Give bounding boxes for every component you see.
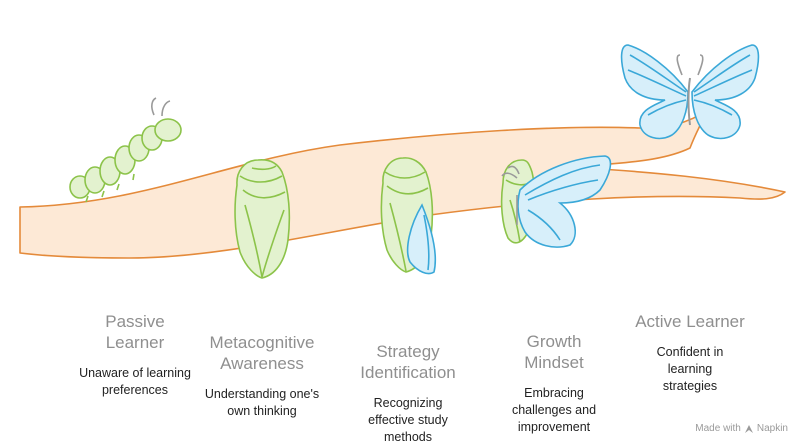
emerging-butterfly-icon — [500, 155, 612, 248]
chrysalis-wing-icon — [380, 157, 437, 275]
butterfly-icon — [620, 44, 760, 140]
stage-description: Understanding one's own thinking — [204, 387, 320, 418]
stage-title: Strategy Identification — [360, 342, 456, 382]
stage-growth-mindset: Growth Mindset Embracing challenges and … — [512, 331, 596, 436]
stage-description: Confident in learning strategies — [656, 345, 724, 393]
napkin-watermark[interactable]: Made with Napkin — [695, 423, 788, 434]
caterpillar-icon — [69, 97, 182, 203]
stage-title: Metacognitive Awareness — [209, 333, 315, 373]
stage-passive-learner: Passive Learner Unaware of learning pref… — [79, 311, 191, 399]
stage-description: Unaware of learning preferences — [79, 366, 191, 397]
napkin-logo-icon — [744, 424, 753, 433]
stage-description: Embracing challenges and improvement — [511, 386, 597, 434]
stage-strategy-identification: Strategy Identification Recognizing effe… — [360, 341, 455, 446]
stage-description: Recognizing effective study methods — [368, 396, 448, 444]
stage-metacognitive-awareness: Metacognitive Awareness Understanding on… — [205, 332, 319, 420]
stage-title: Passive Learner — [105, 312, 165, 352]
watermark-brand: Napkin — [756, 423, 788, 434]
stage-title: Active Learner — [635, 312, 745, 331]
stage-title: Growth Mindset — [524, 332, 584, 372]
stage-active-learner: Active Learner Confident in learning str… — [633, 311, 747, 395]
chrysalis-icon — [234, 159, 291, 279]
watermark-prefix: Made with — [695, 423, 741, 434]
